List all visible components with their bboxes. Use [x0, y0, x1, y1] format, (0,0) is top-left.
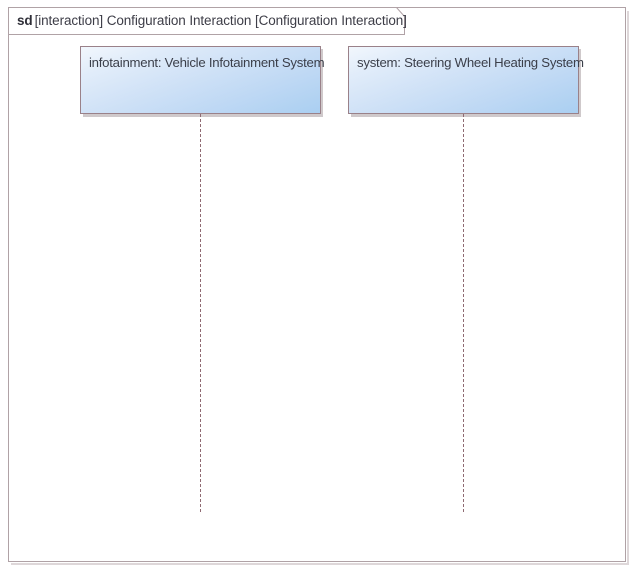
lifeline-head-shadow-right — [578, 49, 581, 117]
frame-keyword: sd — [17, 13, 33, 28]
lifeline-head-system[interactable]: system: Steering Wheel Heating System — [348, 46, 584, 114]
lifeline-head-shadow-right — [320, 49, 323, 117]
lifeline-head-label: system: Steering Wheel Heating System — [357, 55, 584, 70]
lifeline-head-shadow-bottom — [83, 114, 323, 117]
lifeline-head-infotainment[interactable]: infotainment: Vehicle Infotainment Syste… — [80, 46, 325, 114]
lifeline-line-infotainment — [200, 114, 201, 512]
frame-header-tab[interactable]: sd[interaction] Configuration Interactio… — [8, 7, 407, 35]
frame-title: [interaction] Configuration Interaction … — [34, 13, 407, 28]
frame-shadow-right — [627, 11, 629, 564]
lifeline-head-shadow-bottom — [351, 114, 581, 117]
pentagon-tab-icon — [8, 7, 405, 35]
lifeline-line-system — [463, 114, 464, 512]
lifeline-head-label: infotainment: Vehicle Infotainment Syste… — [89, 55, 325, 70]
frame-shadow-bottom — [11, 563, 629, 565]
frame-header-label: sd[interaction] Configuration Interactio… — [17, 11, 407, 31]
